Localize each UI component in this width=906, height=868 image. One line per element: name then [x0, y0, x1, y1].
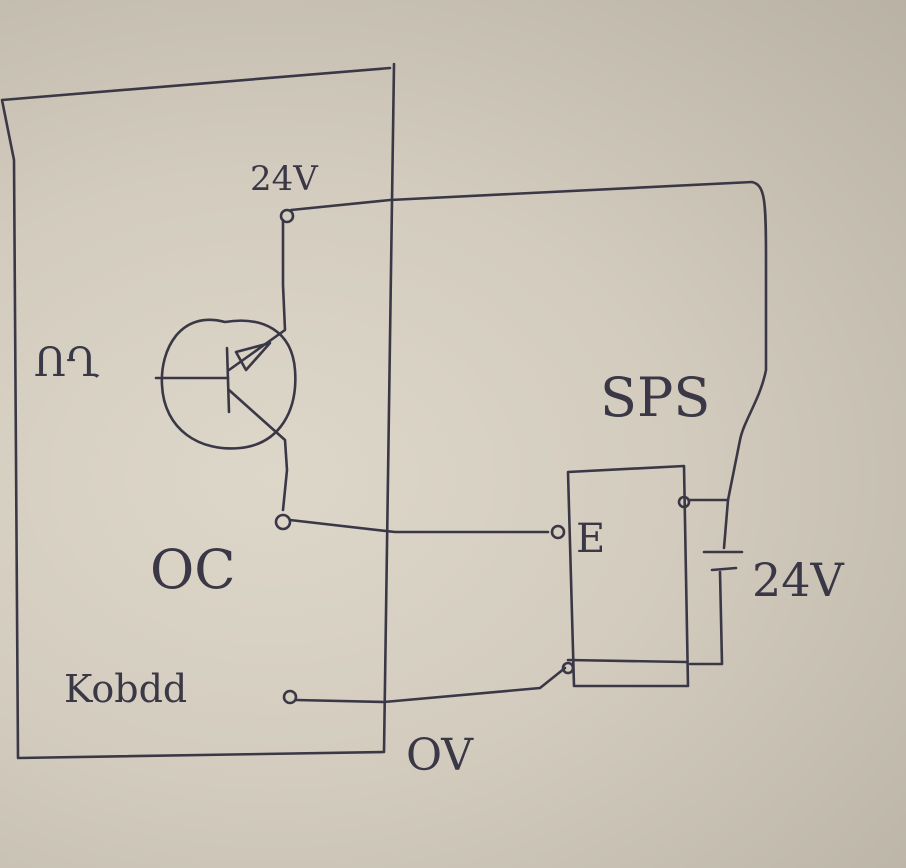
- terminal-sps-0v: [561, 661, 575, 675]
- sps-box: [566, 464, 690, 688]
- wire-24v-return: [688, 570, 724, 666]
- label-0v: OV: [406, 730, 474, 781]
- wire-24v-loop: [289, 180, 768, 502]
- terminal-e: [550, 524, 566, 540]
- label-24v-top: 24V: [250, 159, 319, 199]
- sps-box-divider: [566, 658, 688, 664]
- terminal-kabdd: [282, 689, 298, 705]
- device-box: [0, 62, 396, 760]
- terminal-24v: [279, 208, 295, 224]
- wire-0v: [294, 666, 567, 704]
- label-kabdd: Kobdd: [64, 667, 187, 711]
- label-sps: SPS: [600, 366, 710, 429]
- label-pulse: ՈՂ: [34, 340, 100, 386]
- terminal-sps-24v: [677, 495, 691, 509]
- battery-symbol: [702, 550, 744, 572]
- label-24v-right: 24V: [752, 553, 845, 607]
- label-oc: OC: [150, 538, 236, 601]
- wire-24v-feed: [722, 498, 730, 550]
- transistor-symbol: [154, 218, 297, 512]
- terminal-oc: [274, 513, 292, 531]
- wire-oc-to-e: [288, 518, 550, 534]
- label-e: E: [576, 516, 605, 562]
